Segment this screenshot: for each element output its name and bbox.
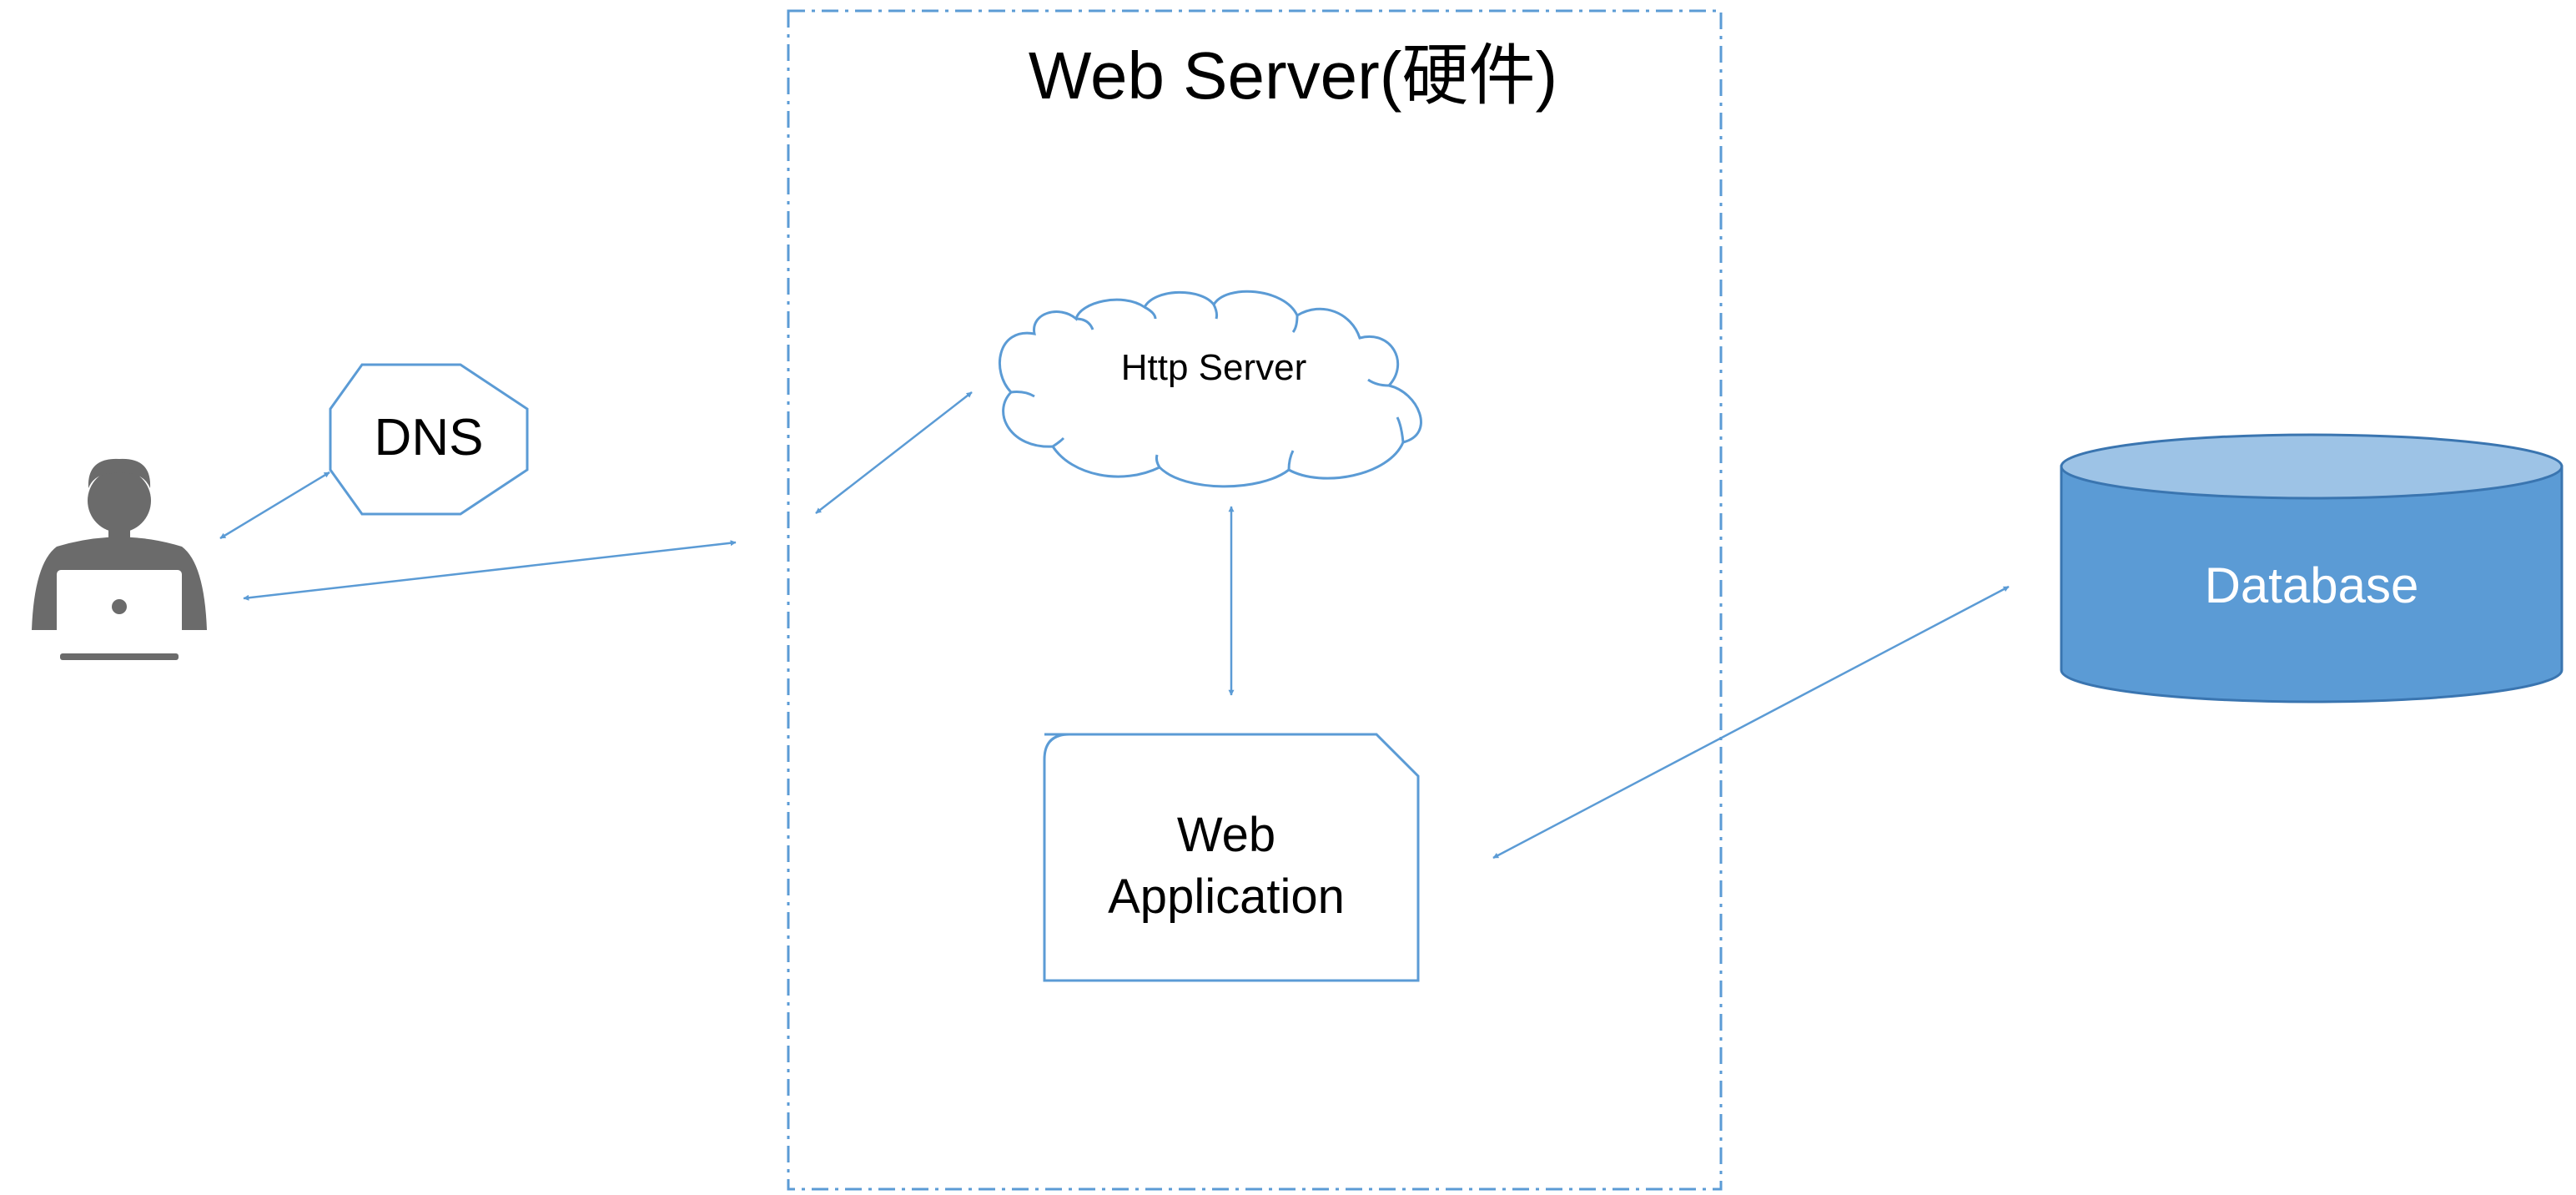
connector-webserver-http xyxy=(815,391,973,514)
database-node xyxy=(2060,433,2563,703)
person-with-laptop-icon xyxy=(32,458,207,660)
http-server-label: Http Server xyxy=(1121,347,1307,388)
dns-label: DNS xyxy=(375,409,484,466)
web-application-label-line2: Application xyxy=(1108,870,1345,924)
web-application-label-line1: Web xyxy=(1177,808,1275,862)
web-server-boundary xyxy=(787,9,1723,1191)
connector-user-dns xyxy=(219,471,330,540)
connector-user-webserver xyxy=(243,540,737,601)
dns-node xyxy=(329,363,529,516)
web-server-title: Web Server(硬件) xyxy=(1029,38,1557,113)
web-application-node xyxy=(1043,733,1420,982)
http-server-cloud xyxy=(999,290,1422,488)
database-label: Database xyxy=(2205,557,2419,613)
connector-webapp-database xyxy=(1492,585,2010,860)
